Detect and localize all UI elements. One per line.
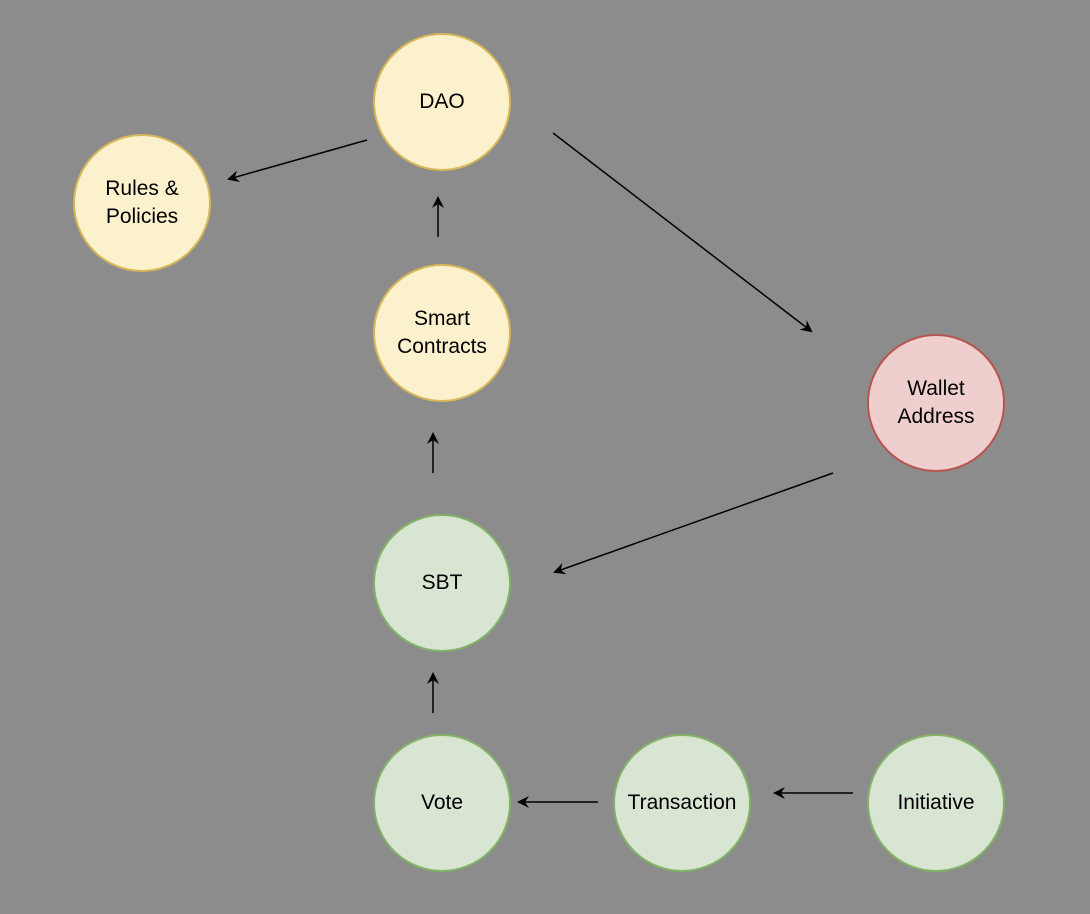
- node-label: Initiative: [897, 791, 975, 814]
- node-label: Rules & Policies: [105, 177, 179, 228]
- edge-dao-to-rules: [227, 139, 368, 183]
- node-rules-policies[interactable]: Rules & Policies: [73, 134, 211, 272]
- node-label: Smart Contracts: [397, 307, 487, 358]
- node-dao[interactable]: DAO: [373, 33, 511, 171]
- node-sbt[interactable]: SBT: [373, 514, 511, 652]
- edge-wallet-to-sbt: [553, 472, 834, 575]
- node-wallet-address[interactable]: Wallet Address: [867, 334, 1005, 472]
- node-transaction[interactable]: Transaction: [613, 734, 751, 872]
- node-label: Vote: [420, 791, 464, 814]
- node-smart-contracts[interactable]: Smart Contracts: [373, 264, 511, 402]
- node-label: Transaction: [627, 791, 737, 814]
- node-label: DAO: [419, 90, 465, 113]
- node-label: Wallet Address: [897, 377, 975, 428]
- node-initiative[interactable]: Initiative: [867, 734, 1005, 872]
- node-label: SBT: [421, 571, 463, 594]
- node-vote[interactable]: Vote: [373, 734, 511, 872]
- edge-dao-to-wallet: [552, 132, 813, 333]
